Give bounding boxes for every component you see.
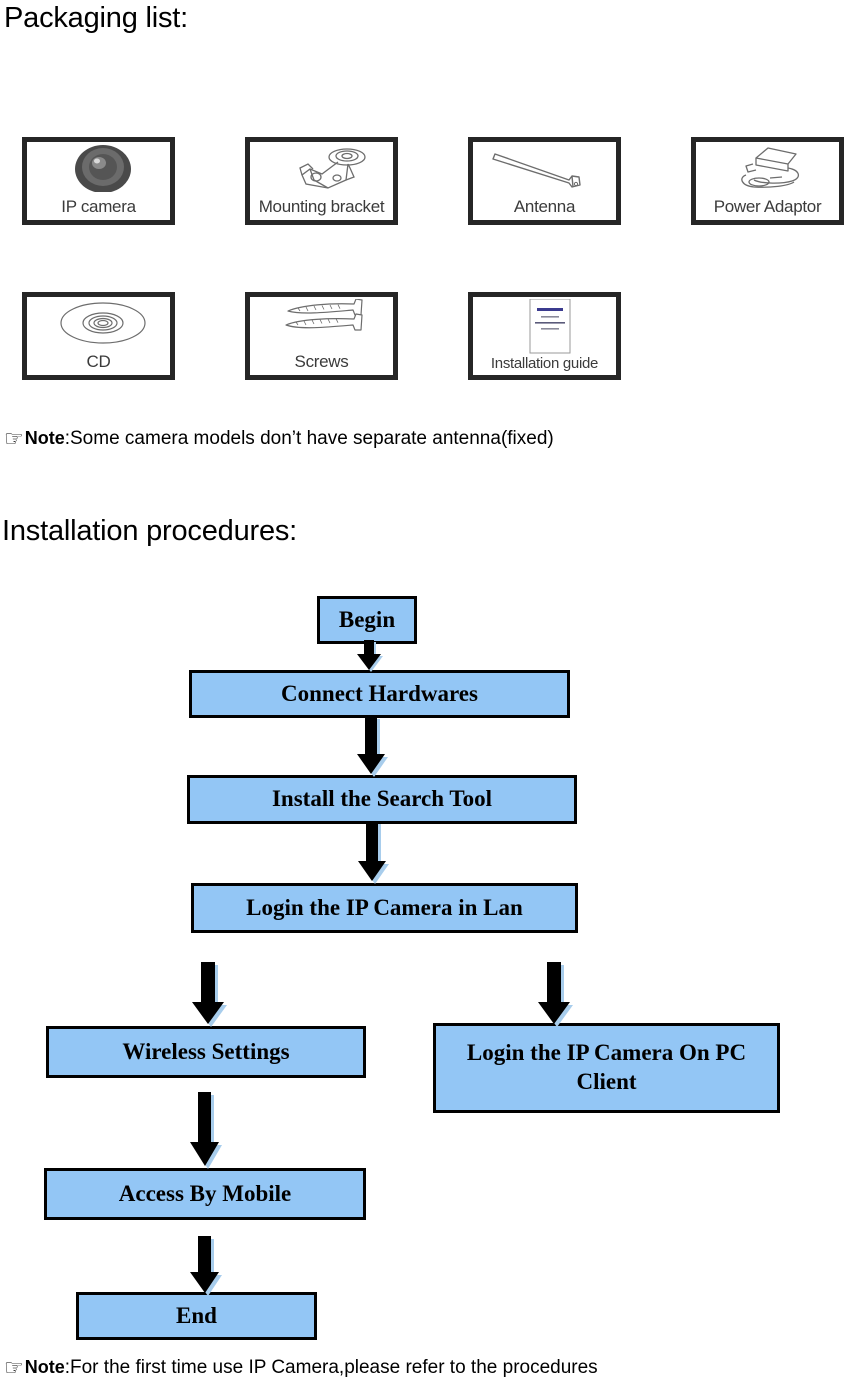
packaging-item-ip-camera: IP camera: [22, 137, 175, 225]
ip-camera-icon: [27, 144, 170, 193]
packaging-item-cd: CD: [22, 292, 175, 380]
packaging-item-label: CD: [86, 352, 111, 371]
flow-box-label: Login the IP Camera in Lan: [246, 894, 523, 920]
flow-box-connect-hardwares[interactable]: Connect Hardwares: [189, 670, 570, 718]
packaging-item-label: Screws: [294, 352, 349, 371]
flow-box-label: Connect Hardwares: [281, 680, 478, 706]
flow-box-end[interactable]: End: [76, 1292, 317, 1340]
arrow-install-tool-to-login-lan: [358, 821, 392, 885]
arrow-mobile-to-end: [190, 1236, 226, 1296]
power-adaptor-icon: [696, 144, 839, 192]
note-bottom: ☞Note:For the first time use IP Camera,p…: [4, 1357, 598, 1380]
flow-box-wireless-settings[interactable]: Wireless Settings: [46, 1026, 366, 1078]
arrow-connect-to-install-tool: [357, 716, 391, 778]
flow-box-label: Install the Search Tool: [271, 786, 493, 812]
pointing-hand-icon: ☞: [4, 1356, 24, 1381]
note-text: :For the first time use IP Camera,please…: [64, 1357, 598, 1378]
page-title-installation: Installation procedures:: [2, 515, 298, 547]
note-text: :Some camera models don’t have separate …: [64, 428, 554, 449]
flow-box-label: Wireless Settings: [122, 1038, 290, 1064]
page-title-packaging: Packaging list:: [4, 2, 188, 34]
note-label: Note: [24, 1357, 65, 1377]
note-top: ☞Note:Some camera models don’t have sepa…: [4, 428, 554, 451]
arrow-login-lan-to-pc-client: [538, 962, 576, 1028]
packaging-item-label: Installation guide: [490, 355, 599, 372]
packaging-item-mounting-bracket: Mounting bracket: [245, 137, 398, 225]
flow-box-label: End: [176, 1302, 217, 1328]
note-label: Note: [24, 428, 65, 448]
packaging-item-power-adaptor: Power Adaptor: [691, 137, 844, 225]
mounting-bracket-icon: [250, 144, 393, 192]
screws-icon: [250, 298, 393, 347]
flow-box-label: Access By Mobile: [118, 1180, 292, 1206]
flow-box-label: Login the IP Camera On PC Client: [466, 1040, 747, 1094]
packaging-item-label: Mounting bracket: [258, 197, 385, 216]
packaging-item-antenna: Antenna: [468, 137, 621, 225]
arrow-begin-to-connect: [352, 640, 386, 674]
arrow-login-lan-to-wireless: [192, 962, 230, 1028]
packaging-item-label: IP camera: [61, 197, 136, 216]
pointing-hand-icon: ☞: [4, 427, 24, 452]
cd-disc-icon: [27, 299, 170, 347]
flow-box-login-ip-camera-pc-client[interactable]: Login the IP Camera On PC Client: [433, 1023, 780, 1113]
arrow-wireless-to-mobile: [190, 1092, 226, 1170]
antenna-icon: [473, 144, 616, 192]
flow-box-access-by-mobile[interactable]: Access By Mobile: [44, 1168, 366, 1220]
flow-box-login-ip-camera-lan[interactable]: Login the IP Camera in Lan: [191, 883, 578, 933]
installation-guide-icon: [473, 298, 616, 355]
flow-box-install-search-tool[interactable]: Install the Search Tool: [187, 775, 577, 824]
flow-box-begin[interactable]: Begin: [317, 596, 417, 644]
packaging-item-label: Antenna: [513, 197, 576, 216]
packaging-item-screws: Screws: [245, 292, 398, 380]
packaging-item-installation-guide: Installation guide: [468, 292, 621, 380]
flow-box-label: Begin: [338, 606, 396, 632]
packaging-item-label: Power Adaptor: [713, 197, 822, 216]
